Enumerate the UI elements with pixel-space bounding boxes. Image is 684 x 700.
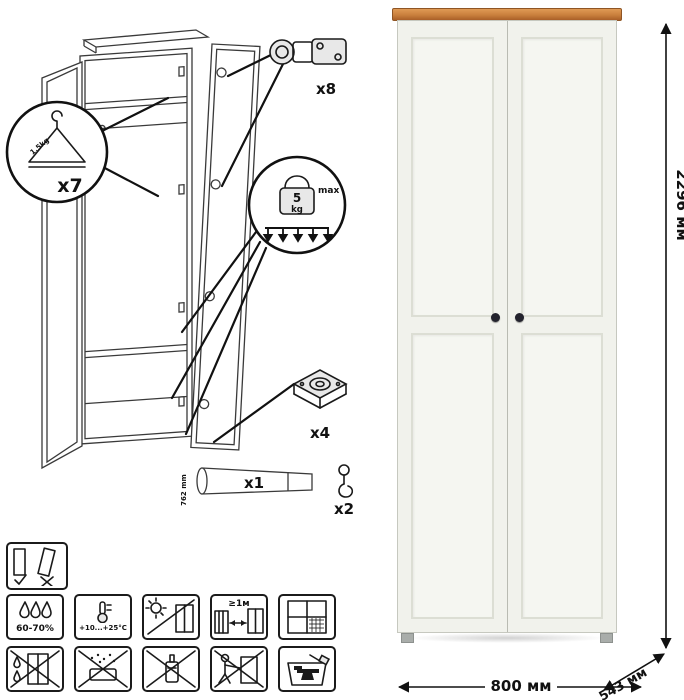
left-door-knob [490, 313, 500, 322]
top-panel-drawing [81, 29, 211, 54]
hanger-callout: 1.5kg x7 [5, 100, 109, 204]
load-value-label: 5 [293, 191, 301, 205]
left-door-upper-panel [411, 37, 494, 317]
width-label-mask [485, 676, 557, 695]
ventilation-pictogram [278, 594, 336, 640]
heat-distance-pictogram: ≥1м [210, 594, 268, 640]
hinge-qty-label: x8 [316, 80, 336, 98]
hanger-icon [28, 110, 86, 168]
right-door-drawing [190, 43, 261, 451]
height-dimension-label: 2296 мм [673, 169, 684, 241]
right-door [506, 21, 616, 632]
weight-icon [279, 175, 315, 215]
carcass-drawing [79, 47, 193, 445]
left-door-lower-panel [411, 333, 494, 619]
width-dimension-label: 800 мм [490, 677, 551, 695]
humidity-pictogram: 60-70% [6, 594, 64, 640]
right-door-upper-panel [520, 37, 603, 317]
hook-icon [338, 464, 354, 498]
load-distribution-arrows [262, 227, 334, 243]
rod-length-label: 762 mm [180, 474, 188, 506]
water-drops-icon [19, 601, 52, 619]
no-abrasives-pictogram [74, 646, 132, 692]
no-heavy-impact-pictogram [278, 646, 336, 692]
wardrobe-body [397, 20, 617, 633]
left-foot [401, 633, 414, 643]
person-icon [218, 653, 241, 684]
no-dragging-pictogram [210, 646, 268, 692]
assembly-orientation-pictogram [6, 542, 68, 590]
foot-qty-label: x4 [310, 424, 330, 442]
depth-dimension-label: 543 мм [597, 665, 650, 700]
floor-shadow [408, 633, 606, 643]
window-icon [287, 600, 327, 634]
no-wet-cleaning-pictogram [6, 646, 64, 692]
sun-icon [145, 597, 167, 619]
care-pictograms: 60-70% +10...+25°С [4, 540, 350, 698]
hinge-icon [269, 38, 347, 65]
rod-icon [196, 467, 313, 495]
rod-qty-label: x1 [244, 474, 264, 492]
humidity-label: 60-70% [16, 624, 54, 634]
anvil-icon [294, 666, 319, 680]
wardrobe-render [392, 8, 622, 668]
foot-icon [292, 369, 348, 409]
max-load-callout: 5 kg max [247, 155, 347, 255]
hanger-qty-label: x7 [57, 175, 82, 197]
callout-leaders [98, 48, 296, 444]
thermometer-icon [97, 601, 112, 623]
no-direct-sunlight-pictogram [142, 594, 200, 640]
load-unit-label: kg [291, 205, 303, 215]
temperature-pictogram: +10...+25°С [74, 594, 132, 640]
distance-label: ≥1м [228, 599, 249, 609]
heater-icon [214, 610, 229, 634]
wardrobe-glyph [247, 608, 264, 634]
hook-qty-label: x2 [334, 500, 354, 518]
right-foot [600, 633, 613, 643]
wardrobe-glyph [175, 604, 194, 633]
left-door [398, 21, 507, 632]
load-max-label: max [318, 186, 339, 196]
temperature-label: +10...+25°С [79, 624, 127, 632]
no-solvents-pictogram [142, 646, 200, 692]
right-door-knob [514, 313, 524, 322]
right-door-lower-panel [520, 333, 603, 619]
exploded-view-diagram: 1.5kg x7 5 kg max [5, 29, 354, 518]
